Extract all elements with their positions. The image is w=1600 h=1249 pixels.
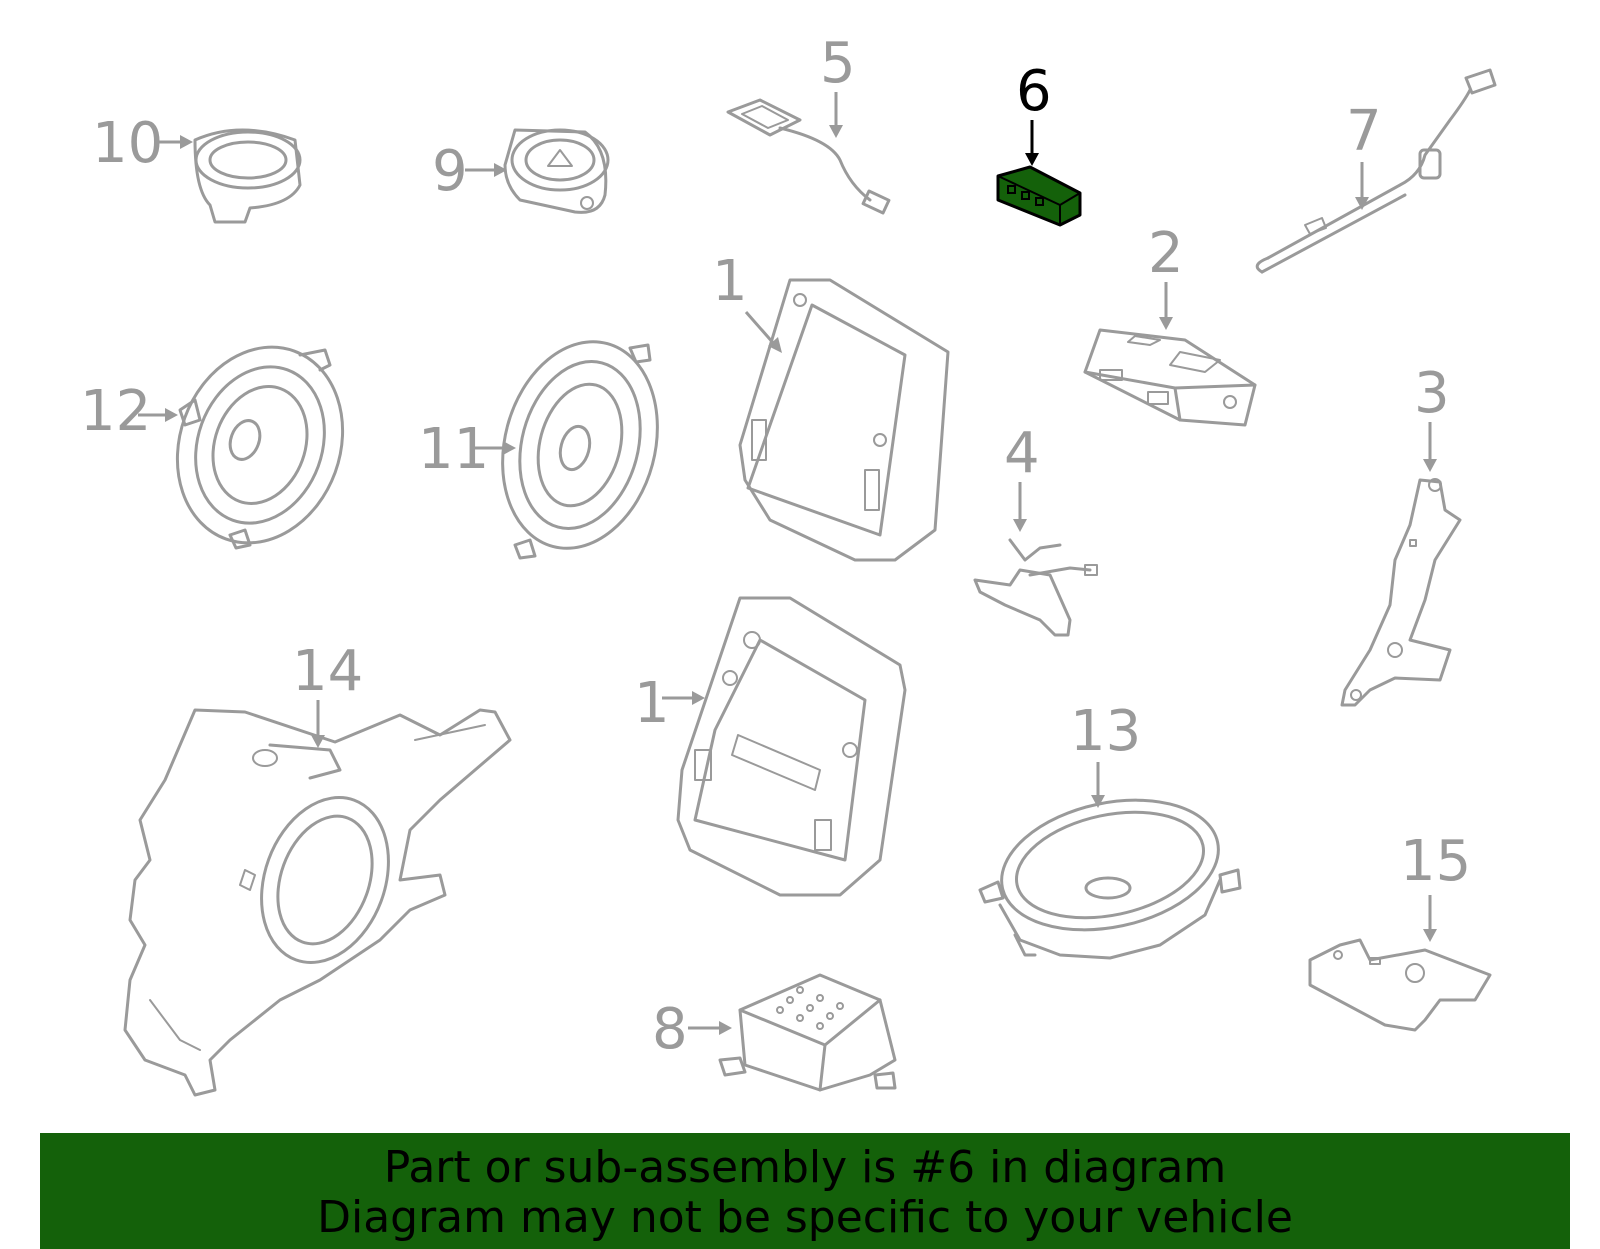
part-7-antenna-cable — [1255, 68, 1497, 274]
callout-number: 12 — [80, 379, 151, 444]
callout-arrowhead — [1091, 795, 1105, 808]
part-1-display-unit-upper — [738, 278, 950, 562]
callout-number: 10 — [92, 111, 163, 176]
callout-arrowhead — [719, 1021, 732, 1035]
part-1-display-unit-lower — [676, 596, 907, 897]
callout-arrowhead — [1013, 519, 1027, 532]
callout-number: 13 — [1070, 699, 1141, 764]
callout-arrowhead — [311, 735, 325, 748]
banner-line-part: Part or sub-assembly is #6 in diagram — [383, 1142, 1227, 1193]
part-14-speaker-enclosure — [123, 708, 512, 1097]
callout-number: 15 — [1400, 829, 1471, 894]
banner-line-disclaimer: Diagram may not be specific to your vehi… — [317, 1192, 1293, 1243]
callout-arrowhead — [1423, 929, 1437, 942]
callout-arrowhead — [1355, 197, 1369, 210]
part-11-speaker — [501, 340, 659, 560]
callout-number: 2 — [1148, 221, 1184, 286]
callout-number: 9 — [432, 139, 468, 204]
part-15-plate-bracket — [1308, 938, 1492, 1032]
callout-arrow — [744, 311, 777, 346]
part-6-module-highlighted — [996, 165, 1082, 227]
callout-arrowhead — [692, 691, 705, 705]
part-9-tweeter — [503, 128, 610, 214]
part-12-speaker — [175, 345, 345, 550]
callout-arrowhead — [180, 135, 193, 149]
callout-number: 8 — [652, 997, 688, 1062]
callout-arrowhead — [503, 441, 516, 455]
part-10-tweeter — [193, 128, 302, 224]
part-5-sensor-cable — [726, 98, 891, 215]
callout-arrowhead — [494, 163, 507, 177]
callout-arrowhead — [829, 125, 843, 138]
callout-number: 7 — [1346, 99, 1382, 164]
callout-number: 3 — [1414, 361, 1450, 426]
part-3-long-bracket — [1340, 478, 1462, 707]
info-banner: Part or sub-assembly is #6 in diagram Di… — [40, 1133, 1570, 1249]
callout-arrowhead — [1423, 459, 1437, 472]
callout-number: 1 — [634, 671, 670, 736]
callout-number: 4 — [1004, 421, 1040, 486]
part-2-control-module — [1083, 328, 1257, 427]
part-8-connector-module — [718, 973, 897, 1092]
part-13-oval-speaker — [978, 798, 1242, 960]
callout-arrowhead — [1025, 153, 1039, 166]
callout-number: 5 — [820, 31, 856, 96]
callout-arrowhead — [768, 337, 782, 353]
callout-number: 14 — [292, 639, 363, 704]
callout-arrowhead — [1159, 317, 1173, 330]
callout-arrowhead — [165, 408, 178, 422]
callout-number: 1 — [712, 249, 748, 314]
part-4-bracket-wire — [973, 538, 1098, 637]
callout-number-highlighted: 6 — [1016, 59, 1052, 124]
